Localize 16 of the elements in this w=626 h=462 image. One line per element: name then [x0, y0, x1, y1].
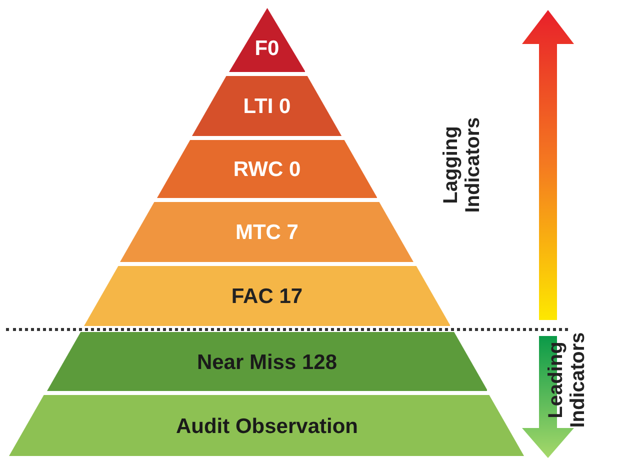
layer-label: MTC 7: [235, 221, 298, 246]
pyramid-layer: [46, 332, 488, 391]
pyramid-layer: [228, 8, 306, 72]
pyramid-layer: [192, 76, 342, 136]
pyramid-layer: [9, 395, 524, 456]
axis-label: Lagging Indicators: [440, 116, 484, 215]
layer-label: RWC 0: [233, 158, 301, 182]
axis-label: Leading Indicators: [545, 331, 589, 430]
pyramid-layer: [84, 266, 450, 326]
pyramid-layer: [156, 140, 378, 198]
layer-label: F0: [254, 36, 280, 61]
layer-label: FAC 17: [231, 285, 303, 310]
layer-label: LTI 0: [243, 95, 291, 120]
pyramid-layer: [120, 202, 414, 262]
layer-label: Audit Observation: [176, 414, 358, 439]
layer-label: Near Miss 128: [196, 350, 338, 375]
